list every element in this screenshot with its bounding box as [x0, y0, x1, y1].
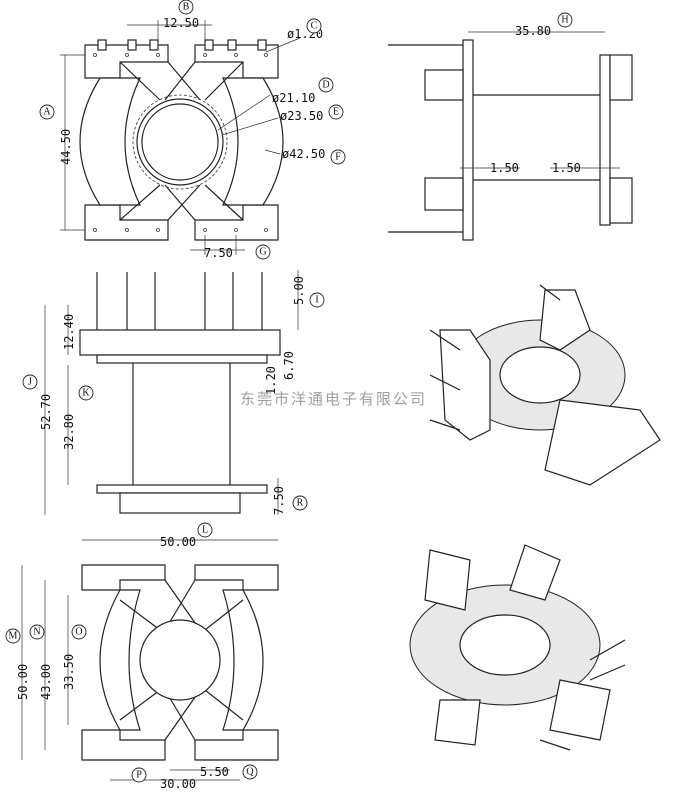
dim-q: 5.50: [200, 765, 229, 779]
iso-view-lower: [409, 544, 626, 751]
watermark: 东莞市洋通电子有限公司: [240, 390, 427, 408]
dim-k: 32.80: [62, 414, 76, 450]
dim-h: 35.80: [515, 24, 551, 38]
dim-f: ø42.50: [282, 147, 325, 161]
callout-c: C: [311, 21, 318, 32]
callout-r: R: [297, 498, 304, 509]
dim-6-70: 6.70: [282, 351, 296, 380]
dim-r: 7.50: [272, 486, 286, 515]
callout-e: E: [333, 107, 339, 118]
dim-1-20: 1.20: [264, 366, 278, 395]
callout-b: B: [183, 2, 190, 13]
callout-a: A: [43, 107, 51, 118]
dim-wall-left: 1.50: [490, 161, 519, 175]
callout-n: N: [33, 627, 40, 638]
callout-q: Q: [246, 767, 254, 778]
callout-m: M: [9, 631, 18, 642]
top-view-bottom: 50.00 50.00 43.00 33.50 30.00 5.50: [16, 535, 279, 791]
dim-l: 50.00: [160, 535, 196, 549]
callout-f: F: [335, 152, 341, 163]
dim-d: ø21.10: [272, 91, 315, 105]
dim-b: 12.50: [163, 16, 199, 30]
dim-12-40: 12.40: [62, 314, 76, 350]
dim-a: 44.50: [59, 129, 73, 165]
callout-j: J: [28, 377, 32, 388]
dim-o: 33.50: [62, 654, 76, 690]
dim-wall-right: 1.50: [552, 161, 581, 175]
dim-p: 30.00: [160, 777, 196, 791]
callout-h: H: [561, 15, 568, 26]
callout-k: K: [82, 388, 90, 399]
dim-i: 5.00: [292, 276, 306, 305]
callout-d: D: [322, 80, 329, 91]
dim-e: ø23.50: [280, 109, 323, 123]
iso-view-upper: [429, 284, 661, 486]
callout-markers: B C A D E F G H I J K L M N O P Q R: [5, 0, 573, 783]
callout-o: O: [75, 627, 82, 638]
dim-m: 50.00: [16, 664, 30, 700]
front-view-top: 44.50 12.50 ø1.20 ø21.10 ø23.50 ø42.50 7…: [59, 16, 325, 260]
dim-j: 52.70: [39, 394, 53, 430]
callout-i: I: [315, 295, 318, 306]
callout-p: P: [136, 770, 142, 781]
callout-g: G: [259, 247, 266, 258]
callout-l: L: [202, 525, 208, 536]
side-view-middle: 52.70 12.40 32.80 5.00 1.20 6.70 7.50: [39, 270, 306, 515]
dim-n: 43.00: [39, 664, 53, 700]
side-view-right: 35.80 1.50 1.50: [388, 24, 633, 241]
dim-g: 7.50: [204, 246, 233, 260]
